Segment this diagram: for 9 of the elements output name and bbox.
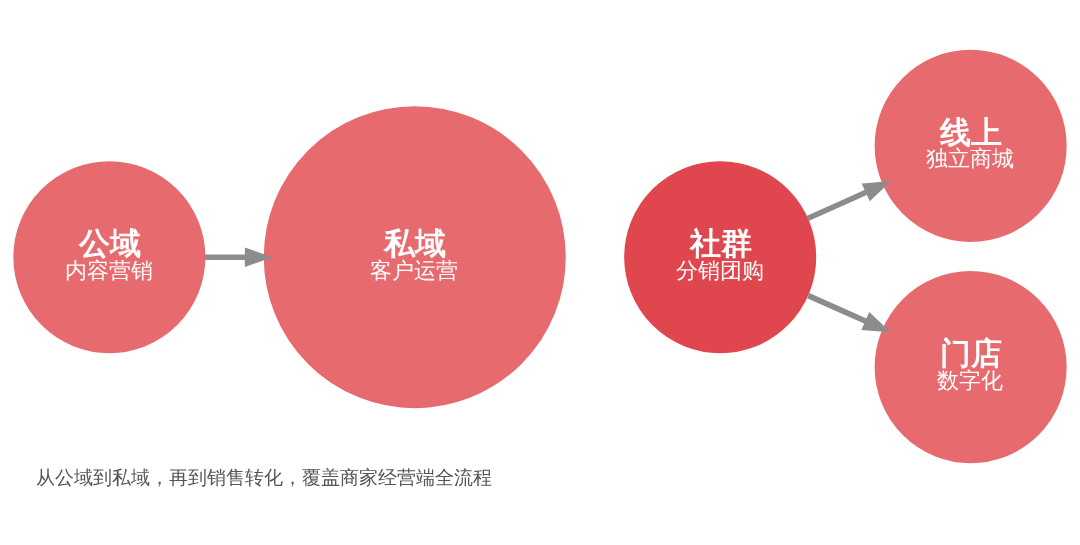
node-circle: 门店 数字化 xyxy=(874,271,1067,464)
arrow xyxy=(204,247,273,267)
caption: 从公域到私域，再到销售转化，覆盖商家经营端全流程 xyxy=(35,465,492,489)
node-circle: 线上 独立商城 xyxy=(874,49,1067,242)
node-circle: 私域 客户运营 xyxy=(263,106,566,409)
node-circle: 公域 内容营销 xyxy=(13,161,206,354)
arrow xyxy=(806,181,892,222)
arrow xyxy=(807,293,891,333)
node-circle: 社群 分销团购 xyxy=(624,161,817,354)
